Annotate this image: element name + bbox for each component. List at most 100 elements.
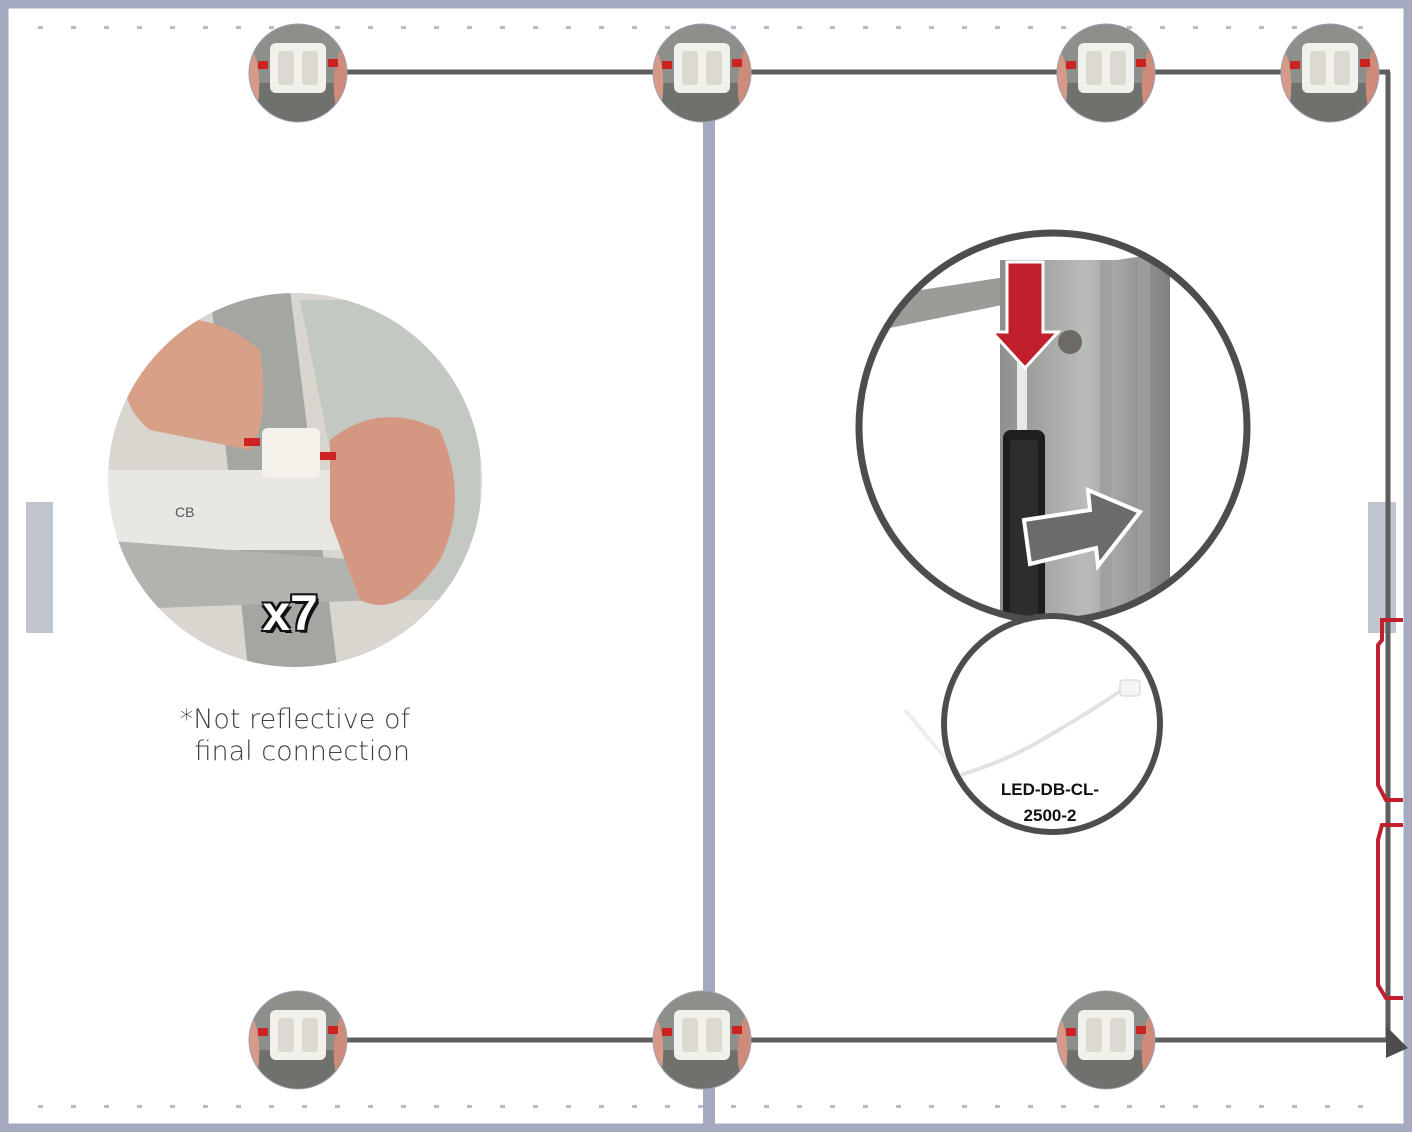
edge-tick-mark xyxy=(599,1105,604,1108)
edge-tick-mark xyxy=(71,26,76,29)
edge-tick-mark xyxy=(434,1105,439,1108)
connector-icon xyxy=(652,23,752,123)
top-wire xyxy=(340,69,1391,1040)
edge-tick-mark xyxy=(170,26,175,29)
edge-tick-mark xyxy=(566,1105,571,1108)
edge-tick-mark xyxy=(203,1105,208,1108)
connector-icon xyxy=(1056,23,1156,123)
edge-tick-mark xyxy=(665,1105,670,1108)
top-edge-marks xyxy=(38,26,1363,29)
edge-tick-mark xyxy=(1094,1105,1099,1108)
svg-text:CB: CB xyxy=(175,504,194,520)
edge-tick-mark xyxy=(1160,1105,1165,1108)
wire-end-arrow-icon xyxy=(1386,1026,1408,1058)
edge-tick-mark xyxy=(632,1105,637,1108)
edge-tick-mark xyxy=(1028,26,1033,29)
edge-tick-mark xyxy=(929,26,934,29)
edge-tick-mark xyxy=(1061,1105,1066,1108)
edge-tick-mark xyxy=(368,1105,373,1108)
edge-tick-mark xyxy=(1127,1105,1132,1108)
edge-tick-mark xyxy=(1226,1105,1231,1108)
center-post xyxy=(703,120,715,1130)
edge-tick-mark xyxy=(401,26,406,29)
part-number-line-1: LED-DB-CL- xyxy=(1000,780,1100,799)
connector-icon xyxy=(1056,990,1156,1090)
edge-tick-mark xyxy=(467,26,472,29)
edge-tick-mark xyxy=(38,26,43,29)
edge-tick-mark xyxy=(434,26,439,29)
edge-tick-mark xyxy=(467,1105,472,1108)
right-arrow-icon xyxy=(1021,486,1144,572)
cable-photo xyxy=(959,679,1141,777)
edge-tick-mark xyxy=(137,1105,142,1108)
edge-tick-mark xyxy=(1358,1105,1363,1108)
edge-tick-mark xyxy=(1127,26,1132,29)
edge-tick-mark xyxy=(731,1105,736,1108)
edge-tick-mark xyxy=(236,1105,241,1108)
edge-tick-mark xyxy=(632,26,637,29)
part-number-line-2: 2500-2 xyxy=(1023,806,1077,825)
edge-tick-mark xyxy=(830,26,835,29)
note-line-2: final connection xyxy=(194,736,410,767)
edge-tick-mark xyxy=(830,1105,835,1108)
bottom-edge-marks xyxy=(38,1105,1363,1108)
edge-tick-mark xyxy=(863,26,868,29)
connector-icon xyxy=(248,23,348,123)
edge-tick-mark xyxy=(698,1105,703,1108)
edge-tick-mark xyxy=(236,26,241,29)
edge-tick-mark xyxy=(269,1105,274,1108)
edge-tick-mark xyxy=(1028,1105,1033,1108)
edge-tick-mark xyxy=(533,1105,538,1108)
edge-tick-mark xyxy=(104,26,109,29)
edge-tick-mark xyxy=(929,1105,934,1108)
edge-tick-mark xyxy=(137,26,142,29)
edge-tick-mark xyxy=(335,1105,340,1108)
down-arrow-icon xyxy=(988,260,1062,371)
edge-tick-mark xyxy=(1061,26,1066,29)
edge-tick-mark xyxy=(1193,1105,1198,1108)
connector-icon xyxy=(1280,23,1380,123)
edge-tick-mark xyxy=(500,1105,505,1108)
edge-tick-mark xyxy=(170,1105,175,1108)
edge-tick-mark xyxy=(797,26,802,29)
edge-tick-mark xyxy=(401,1105,406,1108)
edge-tick-mark xyxy=(962,26,967,29)
edge-tick-mark xyxy=(1358,26,1363,29)
edge-tick-mark xyxy=(500,26,505,29)
edge-tick-mark xyxy=(896,26,901,29)
highlight-bracket-lower xyxy=(1376,823,1403,1000)
hands-connecting-photo: CB xyxy=(107,292,483,668)
edge-tick-mark xyxy=(1259,26,1264,29)
edge-tick-mark xyxy=(863,1105,868,1108)
edge-tick-mark xyxy=(368,26,373,29)
connection-note: *Not reflective of final connection xyxy=(150,704,410,768)
edge-tick-mark xyxy=(665,26,670,29)
edge-tick-mark xyxy=(335,26,340,29)
edge-tick-mark xyxy=(599,26,604,29)
connector-count-badge: x7 xyxy=(261,584,319,642)
edge-tick-mark xyxy=(203,26,208,29)
edge-tick-mark xyxy=(269,26,274,29)
edge-tick-mark xyxy=(995,1105,1000,1108)
highlight-bracket-upper xyxy=(1376,618,1403,802)
edge-tick-mark xyxy=(1193,26,1198,29)
edge-tick-mark xyxy=(104,1105,109,1108)
note-line-1: *Not reflective of xyxy=(179,704,410,735)
edge-tick-mark xyxy=(71,1105,76,1108)
edge-tick-mark xyxy=(731,26,736,29)
edge-tick-mark xyxy=(1292,26,1297,29)
connector-icon xyxy=(248,990,348,1090)
edge-tick-mark xyxy=(1292,1105,1297,1108)
cable-part-number: LED-DB-CL- 2500-2 xyxy=(985,777,1115,829)
right-side-tab xyxy=(1368,502,1396,633)
edge-tick-mark xyxy=(995,26,1000,29)
edge-tick-mark xyxy=(1226,26,1231,29)
edge-tick-mark xyxy=(38,1105,43,1108)
edge-tick-mark xyxy=(566,26,571,29)
edge-tick-mark xyxy=(1325,1105,1330,1108)
edge-tick-mark xyxy=(1259,1105,1264,1108)
left-side-tab xyxy=(26,502,53,633)
edge-tick-mark xyxy=(797,1105,802,1108)
edge-tick-mark xyxy=(764,26,769,29)
